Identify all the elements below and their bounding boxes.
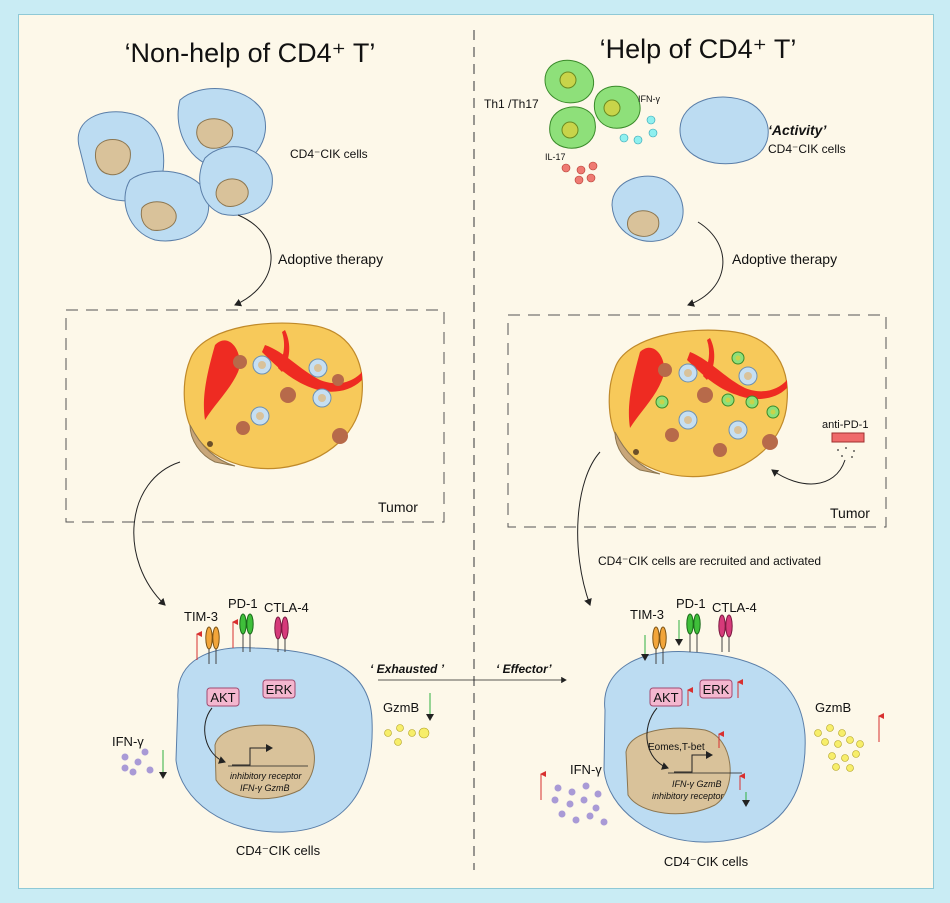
right-pd1-label: PD-1 — [676, 596, 706, 611]
activity-label: ‘Activity’ — [768, 122, 827, 138]
left-therapy-arrow — [234, 214, 272, 307]
left-title: ‘Non-help of CD4⁺ T’ — [125, 38, 376, 68]
right-erk-label: ERK — [703, 682, 730, 697]
right-activity-cell — [679, 96, 769, 165]
left-tumor — [183, 322, 363, 470]
left-tumor-box — [65, 309, 445, 523]
il17-dots — [561, 161, 598, 185]
right-gzmb-label: GzmB — [815, 700, 851, 715]
effector-label: ‘ Effector’ — [496, 662, 552, 676]
left-ifn-label: IFN-γ — [112, 734, 144, 749]
left-signal-arrow — [204, 707, 226, 764]
left-nucleus-text1: inhibitory receptor — [230, 771, 303, 781]
right-title: ‘Help of CD4⁺ T’ — [600, 34, 797, 64]
right-nucleus — [625, 727, 731, 815]
right-tumor-label: Tumor — [830, 505, 870, 521]
left-bottom-label: CD4⁻CIK cells — [236, 843, 321, 858]
right-tumor-box — [507, 314, 887, 528]
anti-pd1-label: anti-PD-1 — [822, 419, 868, 431]
right-ifn-dots — [551, 782, 608, 826]
ifn-small-label: IFN-γ — [638, 94, 660, 104]
right-nucleus-top: Eomes,T-bet — [648, 742, 705, 753]
right-therapy-label: Adoptive therapy — [732, 251, 837, 267]
right-ctla4-label: CTLA-4 — [712, 600, 757, 615]
right-recruit-arrow — [577, 451, 601, 606]
th-label: Th1 /Th17 — [484, 97, 539, 111]
left-erk-box — [262, 679, 296, 699]
left-erk-label: ERK — [266, 682, 293, 697]
right-erk-box — [699, 679, 733, 699]
right-cik-nucleus — [627, 210, 660, 237]
right-ifn-small-dots — [619, 115, 658, 145]
right-therapy-arrow — [687, 221, 724, 307]
right-helper-cells — [544, 59, 641, 149]
recruit-label: CD4⁻CIK cells are recruited and activate… — [598, 554, 821, 568]
exhausted-label: ‘ Exhausted ’ — [370, 662, 445, 676]
anti-pd1-antibody — [831, 432, 865, 443]
right-tim3-label: TIM-3 — [630, 607, 664, 622]
left-cik-cell-cluster — [77, 88, 273, 242]
left-akt-label: AKT — [210, 690, 235, 705]
right-nucleus-text1: IFN-γ GzmB — [672, 779, 722, 789]
left-receptors — [205, 613, 289, 664]
left-akt-box — [206, 687, 240, 707]
left-pd1-label: PD-1 — [228, 596, 258, 611]
left-nucleus-text2: IFN-γ GzmB — [240, 783, 290, 793]
right-nucleus-text2: inhibitory receptor — [652, 791, 725, 801]
left-tumor-label: Tumor — [378, 499, 418, 515]
right-bottom-label: CD4⁻CIK cells — [664, 854, 749, 869]
right-cik-label: CD4⁻CIK cells — [768, 142, 846, 156]
right-gzmb-dots — [814, 724, 864, 772]
left-ifn-dots — [121, 748, 154, 776]
left-gzmb-label: GzmB — [383, 700, 419, 715]
right-akt-label: AKT — [653, 690, 678, 705]
right-receptors — [652, 613, 733, 664]
left-therapy-label: Adoptive therapy — [278, 251, 383, 267]
right-signal-arrow — [646, 707, 669, 770]
il17-label: IL-17 — [545, 152, 566, 162]
left-promoter-arrow — [232, 744, 273, 766]
left-gzmb-dots — [384, 724, 430, 746]
left-tim3-label: TIM-3 — [184, 609, 218, 624]
right-promoter-arrow — [674, 751, 713, 773]
right-ifn-label: IFN-γ — [570, 762, 602, 777]
right-akt-box — [649, 687, 683, 707]
anti-pd1-dots — [837, 447, 855, 458]
left-ctla4-label: CTLA-4 — [264, 600, 309, 615]
left-recruit-arrow — [133, 461, 181, 606]
left-nucleus — [214, 724, 315, 800]
left-cik-label: CD4⁻CIK cells — [290, 147, 368, 161]
anti-pd1-arrow — [771, 459, 846, 485]
right-tumor — [608, 329, 788, 478]
